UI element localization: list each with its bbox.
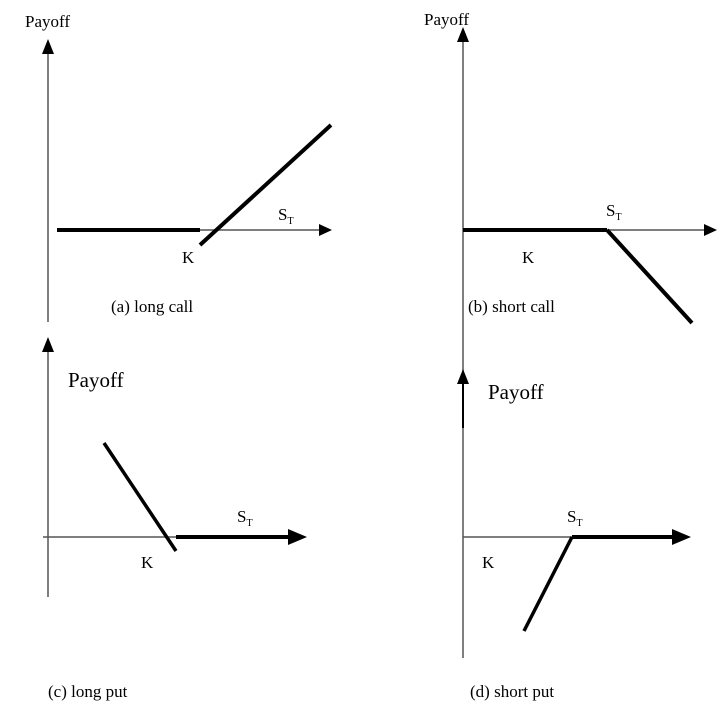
x-axis-arrowhead-icon [704, 224, 717, 236]
panel-short-call: Payoff ST K (b) short call [424, 10, 717, 428]
strike-label: K [482, 553, 495, 572]
y-axis-arrowhead-icon [457, 27, 469, 42]
y-axis-arrowhead-icon [42, 337, 54, 352]
payoff-rising-line [522, 536, 574, 632]
caption: (a) long call [111, 297, 193, 316]
st-label: ST [606, 201, 622, 223]
payoff-label: Payoff [68, 368, 124, 392]
strike-label: K [522, 248, 535, 267]
panel-long-put: Payoff ST K (c) long put [42, 337, 307, 701]
payoff-label: Payoff [25, 12, 70, 31]
x-axis-arrowhead-icon [288, 529, 307, 545]
strike-label: K [141, 553, 154, 572]
y-axis-arrowhead-icon [42, 39, 54, 54]
y-axis-arrowhead-icon [457, 369, 469, 384]
payoff-falling-line [605, 228, 694, 325]
caption: (d) short put [470, 682, 554, 701]
st-label: ST [278, 205, 294, 227]
payoff-label: Payoff [424, 10, 469, 29]
st-label: ST [237, 507, 253, 529]
caption: (b) short call [468, 297, 555, 316]
panel-short-put: Payoff ST K (d) short put [457, 369, 691, 701]
x-axis-arrowhead-icon [672, 529, 691, 545]
caption: (c) long put [48, 682, 128, 701]
payoff-label: Payoff [488, 380, 544, 404]
x-axis-arrowhead-icon [319, 224, 332, 236]
panel-long-call: Payoff ST K (a) long call [25, 12, 333, 322]
strike-label: K [182, 248, 195, 267]
payoff-rising-line [198, 123, 333, 247]
st-label: ST [567, 507, 583, 529]
payoff-falling-line [102, 442, 178, 552]
